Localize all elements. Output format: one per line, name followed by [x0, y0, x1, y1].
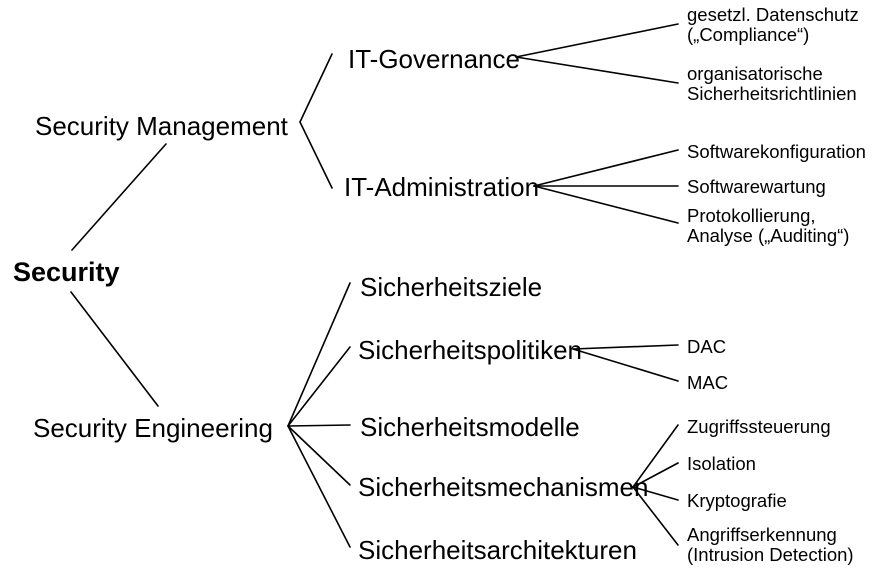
node-isolation: Isolation: [687, 453, 756, 474]
node-zugriffssteuerung: Zugriffssteuerung: [687, 416, 831, 437]
connector-mechanismen-hub-to-zugriffssteuerung: [632, 424, 679, 488]
node-security-management: Security Management: [35, 111, 289, 141]
connector-root-to-management: [71, 143, 167, 251]
node-protokollierung-analyse: Protokollierung,Analyse („Auditing“): [687, 205, 849, 246]
node-gesetzl-datenschutz: gesetzl. Datenschutz(„Compliance“): [687, 4, 859, 45]
edge-layer: [70, 23, 679, 548]
label-layer: Security Security Management IT-Governance…: [13, 4, 866, 565]
connector-governance-hub-to-richtlinien: [515, 56, 679, 84]
connector-engineering-hub-to-architekturen: [287, 425, 351, 548]
node-it-administration: IT-Administration: [344, 172, 539, 202]
connector-engineering-hub-to-mechanismen: [287, 425, 351, 486]
connector-management-hub-to-administration: [299, 121, 333, 189]
node-softwarekonfiguration: Softwarekonfiguration: [687, 141, 866, 162]
connector-engineering-hub-to-politiken: [287, 346, 351, 427]
node-mac: MAC: [687, 372, 728, 393]
node-sicherheitspolitiken: Sicherheitspolitiken: [358, 335, 582, 365]
node-root-security: Security: [13, 257, 120, 287]
connector-mechanismen-hub-to-kryptografie: [632, 486, 679, 501]
node-sicherheitsmechanismen: Sicherheitsmechanismen: [358, 472, 648, 502]
node-sicherheitsarchitekturen: Sicherheitsarchitekturen: [358, 535, 637, 565]
node-sicherheitsmodelle: Sicherheitsmodelle: [360, 412, 580, 442]
connector-engineering-hub-to-ziele: [287, 282, 351, 427]
connector-management-hub-to-governance: [299, 53, 333, 123]
connector-politiken-hub-to-mac: [572, 348, 679, 382]
connector-root-to-engineering: [70, 291, 159, 407]
node-security-engineering: Security Engineering: [33, 413, 273, 443]
node-softwarewartung: Softwarewartung: [687, 176, 826, 197]
connector-governance-hub-to-datenschutz: [515, 23, 679, 58]
connector-politiken-hub-to-dac: [572, 344, 679, 350]
connector-mechanismen-hub-to-isolation: [632, 462, 679, 488]
node-sicherheitsziele: Sicherheitsziele: [360, 272, 542, 302]
node-it-governance: IT-Governance: [348, 44, 520, 74]
connector-admin-hub-to-konfiguration: [533, 149, 679, 187]
connector-mechanismen-hub-to-angriffserkennung: [632, 486, 679, 546]
node-angriffserkennung: Angriffserkennung(Intrusion Detection): [687, 524, 854, 565]
node-dac: DAC: [687, 336, 726, 357]
connector-admin-hub-to-protokollierung: [533, 185, 679, 224]
connector-engineering-hub-to-modelle: [287, 424, 351, 427]
node-kryptografie: Kryptografie: [687, 490, 787, 511]
